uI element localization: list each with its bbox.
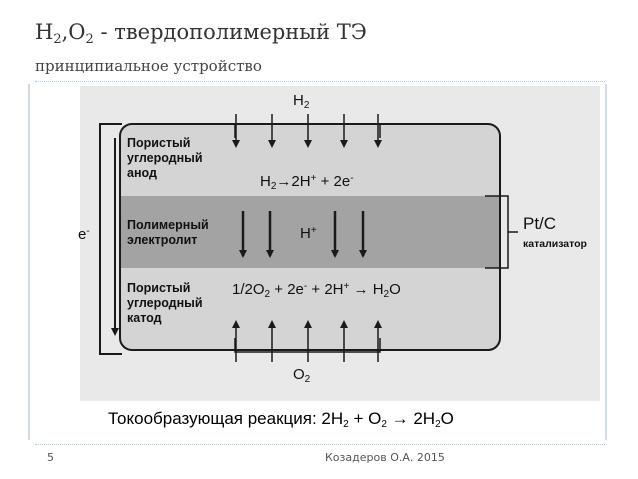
anode-reaction: H2→2H+ + 2e- <box>260 173 354 192</box>
slide-subtitle: принципиальное устройство <box>35 57 262 75</box>
catalyst-name: катализатор <box>523 238 587 250</box>
left-accent-bar <box>28 84 30 440</box>
anode-label: Пористый углеродный анод <box>127 136 203 180</box>
external-circuit-wire <box>99 123 122 355</box>
fuel-cell-diagram: H2 O2 e- Пористый углеродный анод Полиме… <box>78 86 600 401</box>
footer-author: Козадеров О.А. 2015 <box>325 451 445 464</box>
electrolyte-layer <box>121 196 499 268</box>
cathode-label: Пористый углеродный катод <box>127 281 203 325</box>
cathode-reaction: 1/2O2 + 2e- + 2H+ → H2O <box>232 281 401 300</box>
page-number: 5 <box>47 451 54 464</box>
overall-reaction: Токообразующая реакция: 2H2 + O2 → 2H2O <box>108 409 454 430</box>
proton-label: H+ <box>300 225 317 242</box>
electrolyte-label: Полимерный электролит <box>127 218 209 247</box>
catalyst-label: Pt/C <box>523 214 557 233</box>
bottom-divider <box>35 444 605 445</box>
o2-inlet-label: O2 <box>293 366 311 385</box>
electron-label: e- <box>78 226 90 243</box>
h2-inlet-label: H2 <box>293 92 310 111</box>
top-divider <box>35 81 605 82</box>
slide-title: H2,O2 - твердополимерный ТЭ <box>35 20 367 47</box>
right-accent-bar <box>605 84 607 440</box>
fuel-cell-drawing <box>99 114 518 362</box>
